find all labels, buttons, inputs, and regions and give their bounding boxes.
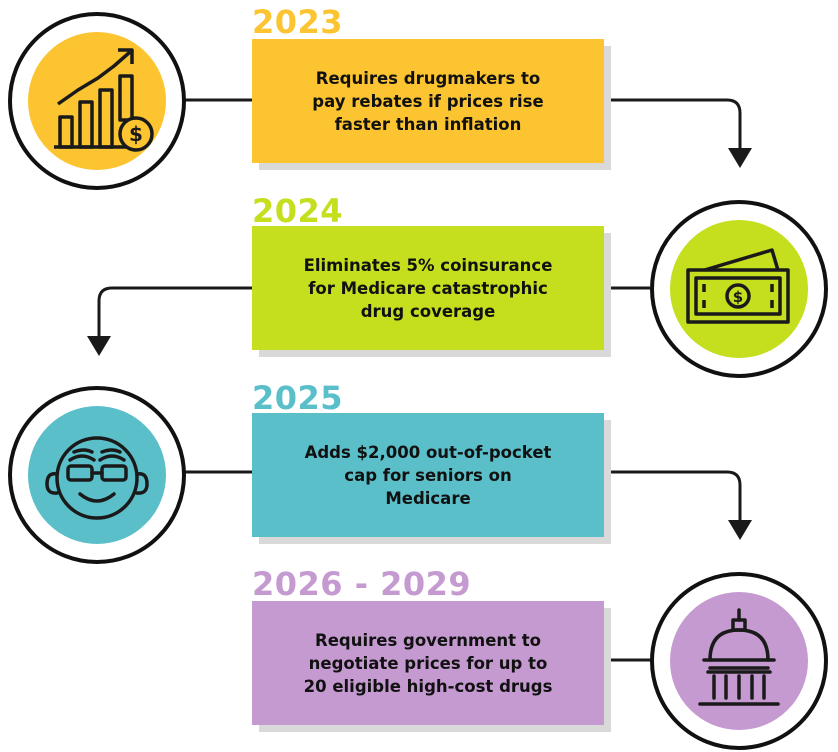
dollar-bills-icon: $ <box>686 248 790 324</box>
milestone-text-2026-2029: Requires government to negotiate prices … <box>303 630 553 696</box>
circle-2024: $ <box>650 200 828 378</box>
senior-face-icon <box>45 436 149 520</box>
year-label-2024: 2024 <box>252 192 344 230</box>
milestone-text-2023: Requires drugmakers to pay rebates if pr… <box>312 68 544 134</box>
arrow-down-icon <box>728 520 752 540</box>
year-label-2025: 2025 <box>252 379 344 417</box>
svg-text:$: $ <box>733 288 743 306</box>
arrow-down-icon <box>728 148 752 168</box>
year-label-2026-2029: 2026 - 2029 <box>252 565 472 603</box>
circle-2023: $ <box>8 12 186 190</box>
milestone-box-2025: Adds $2,000 out-of-pocket cap for senior… <box>252 413 604 537</box>
circle-2025 <box>8 386 186 564</box>
rising-bar-chart-dollar-icon: $ <box>54 48 154 152</box>
circle-2026-2029 <box>650 572 828 750</box>
milestone-box-2024: Eliminates 5% coinsurance for Medicare c… <box>252 226 604 350</box>
milestone-box-2023: Requires drugmakers to pay rebates if pr… <box>252 39 604 163</box>
svg-text:$: $ <box>129 122 143 146</box>
arrow-down-icon <box>87 336 111 356</box>
year-label-2023: 2023 <box>252 3 344 41</box>
milestone-text-2025: Adds $2,000 out-of-pocket cap for senior… <box>304 442 552 508</box>
capitol-building-icon <box>698 608 780 706</box>
milestone-box-2026-2029: Requires government to negotiate prices … <box>252 601 604 725</box>
milestone-text-2024: Eliminates 5% coinsurance for Medicare c… <box>303 255 553 321</box>
